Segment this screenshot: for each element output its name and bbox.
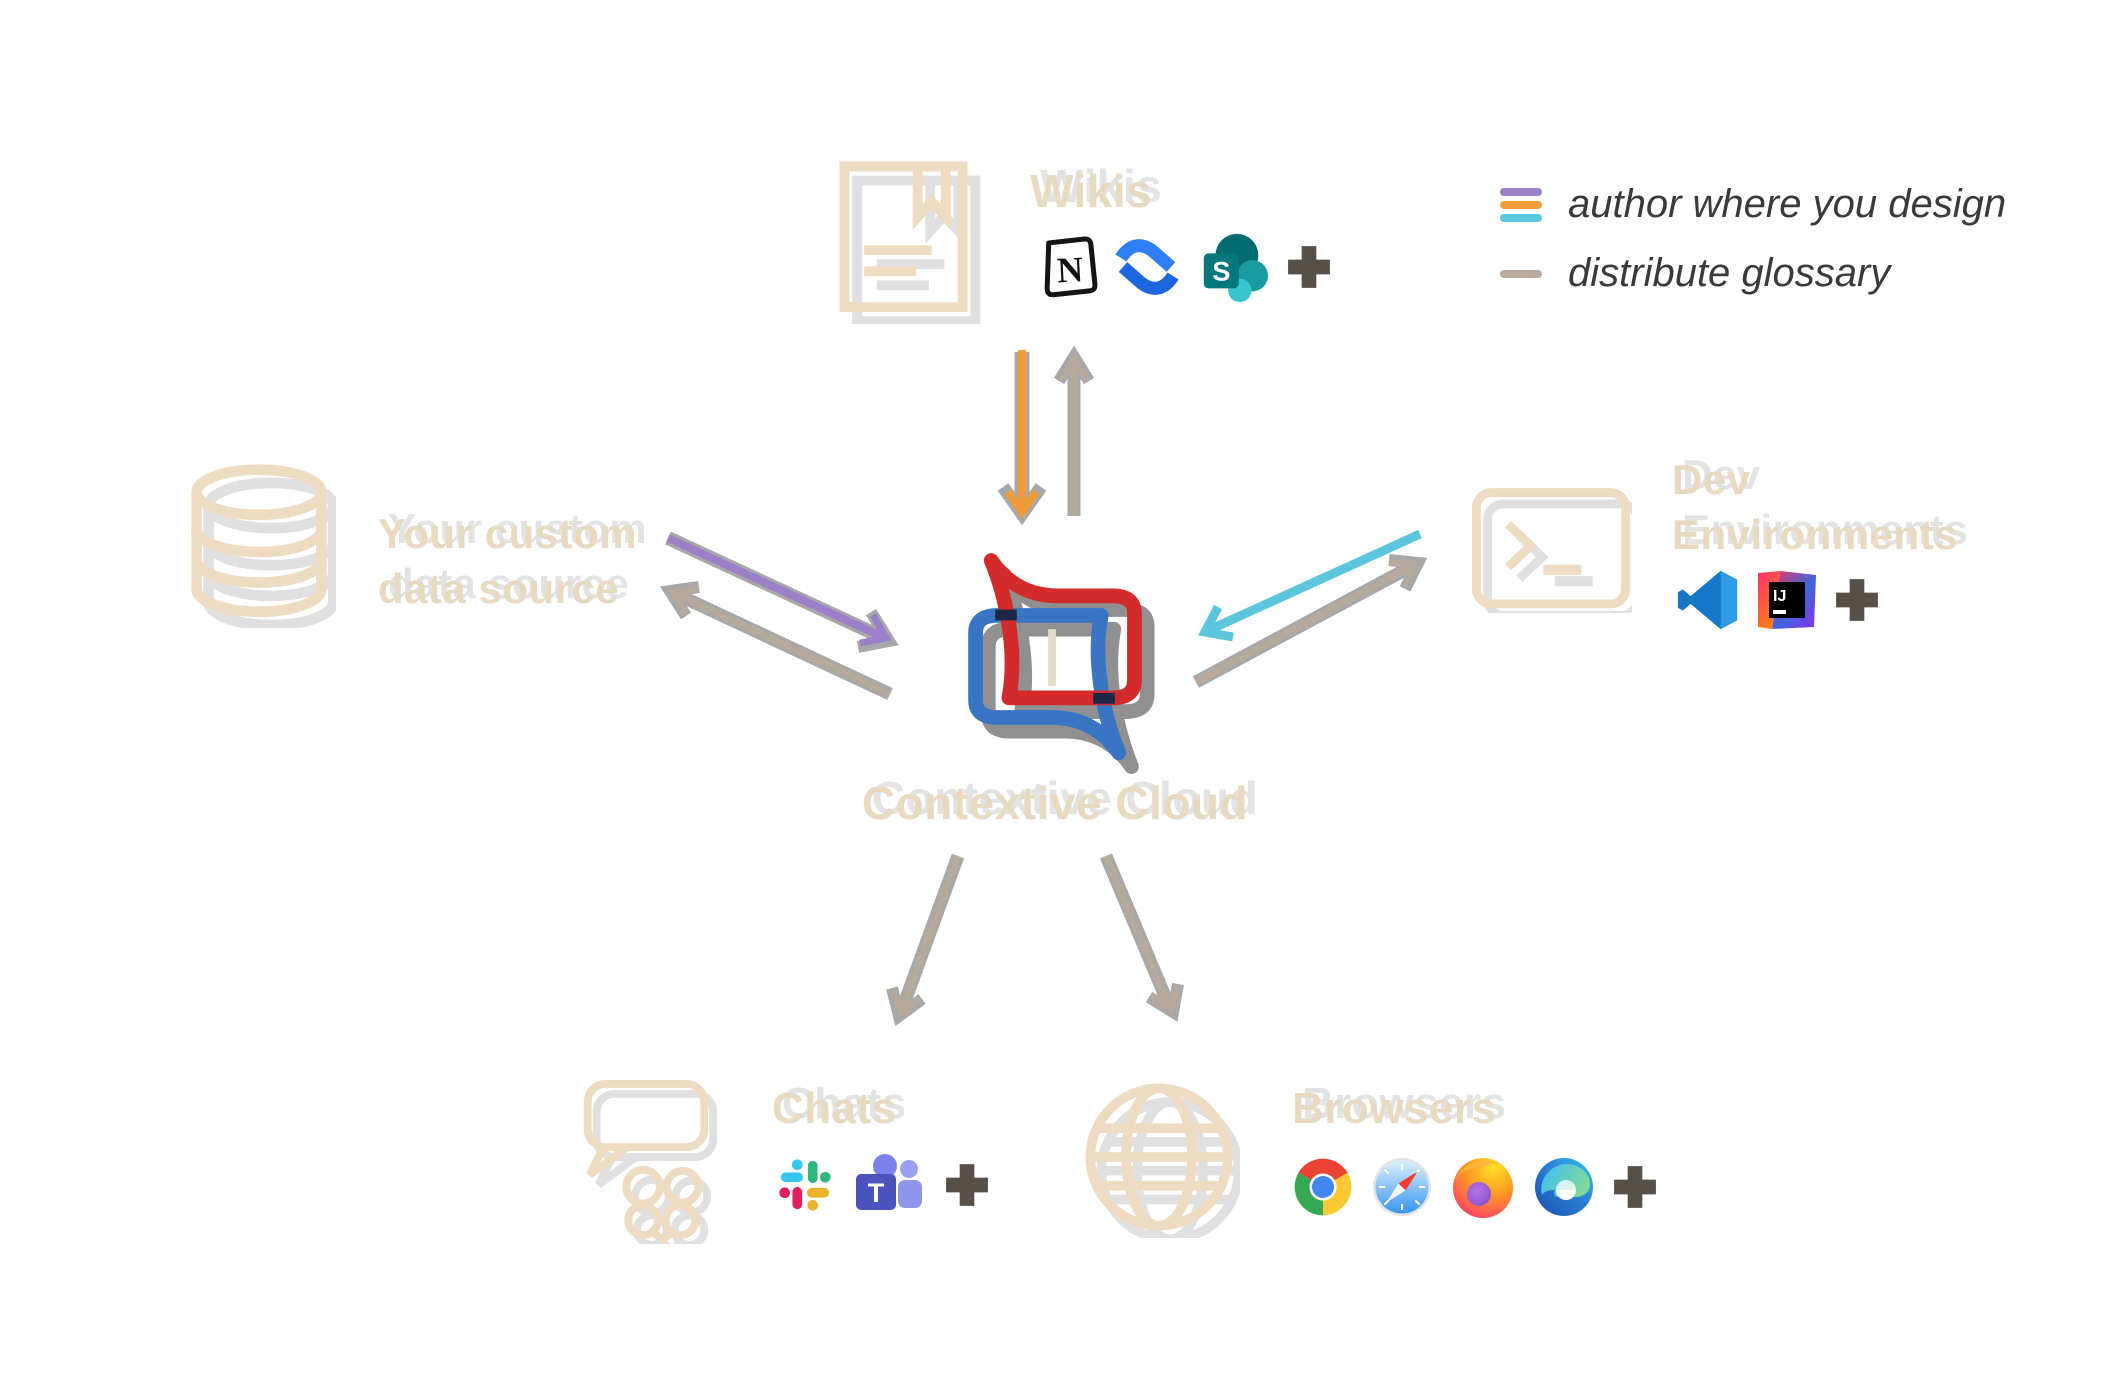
- contextive-cloud-label: Contextive Cloud: [861, 777, 1249, 829]
- legend-line-orange: [1500, 200, 1542, 209]
- database-icon: [182, 460, 336, 628]
- legend-line-purple: [1500, 187, 1542, 196]
- add-wiki-plus-icon: [1288, 246, 1330, 288]
- arrow-author-devenv-to-cloud: [1198, 529, 1422, 642]
- legend-line-taupe: [1500, 269, 1542, 278]
- custom-data-source-label-line1: Your custom: [378, 510, 638, 557]
- arrow-distribute-cloud-to-browsers: [1100, 853, 1184, 1022]
- legend-line-cyan: [1500, 213, 1542, 222]
- legend-swatch-distribute: [1500, 269, 1542, 278]
- legend-swatch-author: [1500, 187, 1542, 222]
- chrome-icon: [1294, 1156, 1354, 1218]
- intellij-icon: IJ: [1758, 571, 1816, 629]
- arrow-distribute-cloud-to-datasource: [659, 581, 893, 700]
- svg-text:T: T: [868, 1178, 885, 1208]
- wikis-label: Wikis: [1030, 165, 1153, 217]
- logo-tick-top: [995, 609, 1017, 621]
- logo-cursor-bar: [1048, 629, 1056, 687]
- svg-text:IJ: IJ: [1773, 588, 1786, 605]
- wikis-app-icons: N S: [1036, 228, 1332, 306]
- arrow-author-datasource-to-cloud: [665, 531, 899, 653]
- chats-label: Chats: [772, 1084, 897, 1133]
- legend-item-author: author where you design: [1500, 182, 2006, 227]
- add-devenv-plus-icon: [1836, 579, 1878, 621]
- legend-label-author: author where you design: [1568, 182, 2007, 226]
- svg-text:N: N: [1056, 249, 1084, 290]
- legend: author where you design distribute gloss…: [1500, 182, 2006, 296]
- svg-text:S: S: [1212, 256, 1230, 287]
- arrow-distribute-cloud-to-devenv: [1192, 554, 1428, 688]
- browsers-app-icons: [1292, 1148, 1658, 1226]
- add-chat-plus-icon: [946, 1164, 988, 1206]
- custom-data-source-label: Your custom data source: [378, 506, 637, 616]
- edge-icon: [1535, 1158, 1593, 1216]
- slack-icon: [779, 1159, 831, 1211]
- firefox-icon: [1453, 1158, 1513, 1218]
- add-browser-plus-icon: [1614, 1166, 1656, 1208]
- browsers-label: Browsers: [1292, 1084, 1497, 1133]
- contextive-logo: [952, 546, 1158, 783]
- legend-label-distribute: distribute glossary: [1568, 251, 1891, 295]
- notion-icon: N: [1044, 236, 1098, 298]
- safari-icon: [1373, 1158, 1431, 1216]
- globe-icon: [1078, 1076, 1240, 1238]
- terminal-icon: [1470, 486, 1632, 613]
- arrow-author-wikis-to-cloud: [997, 350, 1047, 526]
- chat-bubbles-icon: [566, 1076, 724, 1244]
- sharepoint-icon: S: [1203, 233, 1269, 303]
- teams-icon: T: [856, 1154, 922, 1210]
- dev-environments-label: Dev Environments: [1672, 452, 1958, 562]
- chats-app-icons: T: [776, 1146, 990, 1224]
- vscode-icon: [1677, 570, 1738, 630]
- legend-item-distribute: distribute glossary: [1500, 251, 2006, 296]
- confluence-icon: [1115, 239, 1179, 295]
- dev-environments-label-line2: Environments: [1672, 511, 1959, 558]
- arrow-distribute-cloud-to-chats: [886, 853, 965, 1027]
- dev-app-icons: IJ: [1676, 564, 1880, 636]
- custom-data-source-label-line2: data source: [378, 565, 620, 612]
- document-icon: [836, 158, 988, 324]
- arrow-distribute-cloud-to-wikis: [1053, 345, 1095, 516]
- logo-tick-bottom: [1093, 692, 1115, 704]
- dev-environments-label-line1: Dev: [1672, 456, 1751, 503]
